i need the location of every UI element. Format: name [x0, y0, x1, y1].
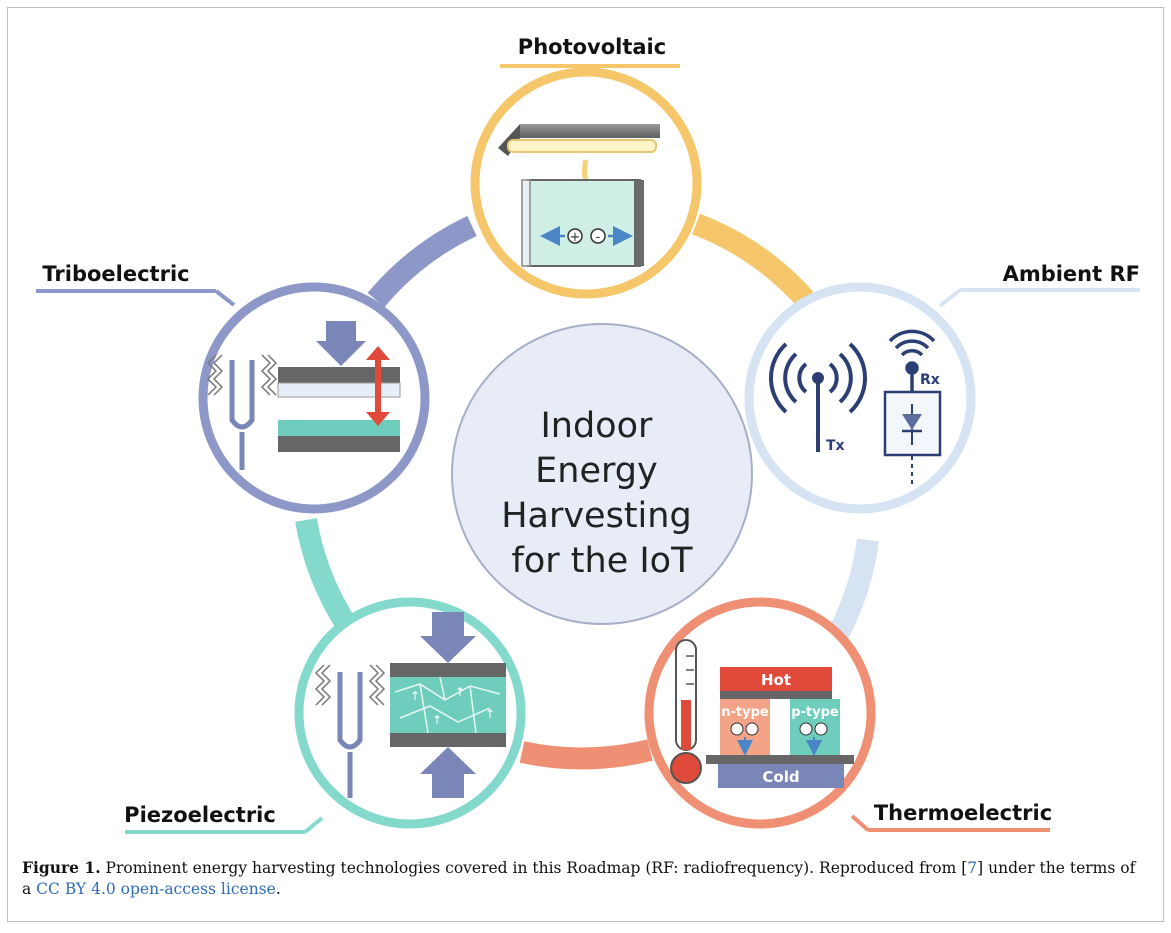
arc-tribo-photo	[367, 216, 477, 308]
thermoelectric-module-icon	[706, 667, 854, 788]
tuning-fork-icon	[314, 664, 386, 798]
caption-text-2: ] under the terms of a	[22, 859, 1136, 898]
svg-text:+: +	[570, 230, 581, 245]
tribo-layers-icon	[277, 321, 401, 452]
label-triboelectric: Triboelectric	[42, 262, 189, 286]
caption-reference-link[interactable]: 7	[967, 859, 978, 877]
arc-photovoltaic-rf	[691, 213, 815, 308]
label-piezoelectric: Piezoelectric	[124, 803, 276, 827]
diode-icon	[883, 390, 942, 488]
node-thermoelectric: Thermoelectric Hot Cold n-t	[644, 597, 1052, 832]
tuning-fork-icon-2	[206, 354, 278, 470]
svg-text:↑: ↑	[432, 713, 442, 727]
rx-antenna-icon	[888, 329, 936, 392]
center-line-4: for the IoT	[512, 541, 694, 581]
svg-text:↑: ↑	[485, 707, 495, 721]
arc-rf-thermo	[826, 538, 879, 644]
center-line-2: Energy	[535, 451, 658, 491]
center-node: Indoor Energy Harvesting for the IoT	[451, 323, 753, 625]
rx-label: Rx	[920, 372, 940, 388]
energy-harvesting-diagram: Indoor Energy Harvesting for the IoT Pho…	[36, 35, 1140, 834]
caption-text-3: .	[275, 880, 281, 898]
svg-text:-: -	[596, 230, 601, 245]
caption-license-link[interactable]: CC BY 4.0 open-access license	[36, 880, 276, 898]
svg-text:↑: ↑	[410, 689, 420, 703]
figure-caption: Figure 1. Prominent energy harvesting te…	[22, 857, 1147, 900]
hot-label: Hot	[761, 671, 791, 689]
tx-label: Tx	[826, 438, 845, 454]
tx-antenna-icon	[768, 342, 868, 452]
caption-text-1: Prominent energy harvesting technologies…	[100, 859, 968, 877]
n-type-label: n-type	[721, 705, 769, 720]
p-type-label: p-type	[791, 705, 839, 720]
figure-frame	[7, 7, 1164, 922]
svg-text:Indoor Energy Harv: Indoor Energy Harvesting for the IoT	[501, 406, 703, 581]
center-line-1: Indoor	[540, 406, 653, 446]
svg-text:↑: ↑	[455, 685, 465, 699]
piezo-stack-icon: ↑ ↑ ↑ ↑	[390, 612, 506, 798]
label-ambient-rf: Ambient RF	[1003, 262, 1140, 286]
label-thermoelectric: Thermoelectric	[874, 801, 1052, 825]
label-photovoltaic: Photovoltaic	[518, 35, 666, 59]
node-photovoltaic: Photovoltaic + -	[470, 35, 702, 299]
cold-label: Cold	[762, 768, 799, 786]
arc-thermo-piezo	[519, 739, 653, 770]
fluorescent-lamp-icon	[498, 124, 660, 156]
arc-piezo-tribo	[295, 518, 356, 630]
solar-cell-icon: + -	[521, 179, 644, 267]
caption-figure-number: Figure 1.	[22, 858, 101, 877]
node-piezoelectric: Piezoelectric ↑ ↑ ↑ ↑	[124, 597, 526, 834]
thermometer-icon	[670, 639, 702, 784]
center-line-3: Harvesting	[501, 496, 691, 536]
node-ambient-rf: Ambient RF Tx Rx	[744, 262, 1140, 514]
node-triboelectric: Triboelectric	[36, 262, 430, 514]
